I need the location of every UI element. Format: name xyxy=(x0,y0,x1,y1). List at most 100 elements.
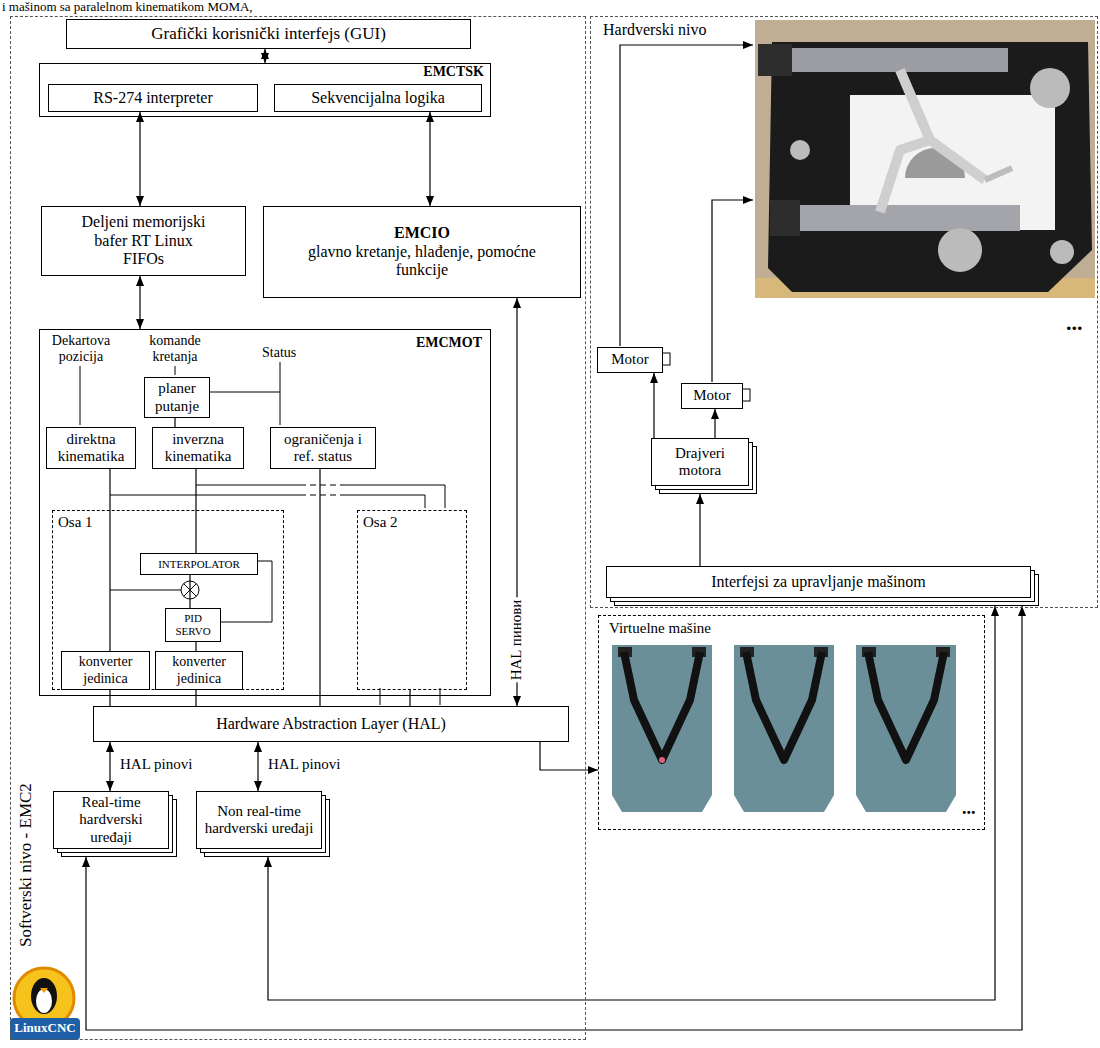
virtual-machine xyxy=(746,652,822,760)
software-level-frame: Softverski nivo - EMC2 Grafički korisničk… xyxy=(10,16,586,1040)
linuxcnc-logo xyxy=(31,978,57,1014)
box-label: Interfejsi za upravljanje mašinom xyxy=(711,573,926,591)
machine-photo xyxy=(938,228,982,272)
logo-text: LinuxCNC xyxy=(10,1021,80,1036)
virtual-machine xyxy=(734,645,834,812)
signal-wire xyxy=(300,495,345,496)
connector xyxy=(195,469,196,553)
frame-title: Virtuelne mašine xyxy=(609,620,711,637)
box-label: Sekvencijalna logika xyxy=(311,89,445,107)
signal-wire xyxy=(345,485,445,508)
machine-photo xyxy=(768,42,1092,292)
virtual-machine xyxy=(734,645,834,812)
axis-group: Osa 1INTERPOLATORPID SERVOkonverter jedi… xyxy=(52,510,284,690)
motor-link xyxy=(712,200,753,382)
virtual-machine xyxy=(868,652,944,760)
machine-photo xyxy=(755,20,1095,298)
signal-wire xyxy=(280,362,281,425)
motor-link xyxy=(620,45,753,346)
signal-wire xyxy=(110,590,181,591)
interpolator-box: INTERPOLATOR xyxy=(140,553,258,575)
connector xyxy=(319,469,320,706)
signal-wire xyxy=(175,366,176,375)
process-box: inverzna kinematika xyxy=(152,427,244,469)
device-stack: Non real-time hardverski uređaji xyxy=(196,791,322,849)
connector xyxy=(109,690,110,706)
driver-stack: Drajveri motora xyxy=(651,438,749,486)
interpreter-box: RS-274 interpreter xyxy=(48,84,258,112)
connector xyxy=(540,742,598,770)
connector xyxy=(409,690,410,706)
virtual-machines-frame: Virtuelne mašine xyxy=(598,615,985,830)
gui-box: Grafički korisnički interfejs (GUI) xyxy=(66,19,471,49)
machine-photo xyxy=(900,70,985,180)
box-label: glavno kretanje, hlađenje, pomoćne funkc… xyxy=(304,243,540,280)
pin-label: HAL пинови xyxy=(508,598,525,683)
box-label: Motor xyxy=(693,387,731,404)
connector xyxy=(699,494,700,566)
virtual-machine xyxy=(612,645,712,812)
task-module: EMCTSKRS-274 interpreterSekvencijalna lo… xyxy=(39,63,491,117)
signal-wire xyxy=(196,485,300,486)
connector xyxy=(139,112,140,206)
box-label: planer putanje xyxy=(149,380,205,415)
signal-wire xyxy=(380,688,381,705)
axis-group: Osa 2 xyxy=(357,510,467,690)
connector xyxy=(714,409,715,438)
hardware-level-frame: Hardverski nivoMotorMotorDrajveri motora… xyxy=(590,16,1098,608)
box-label: konverter jedinica xyxy=(66,654,145,686)
connector xyxy=(109,742,110,791)
box-label: Motor xyxy=(611,351,649,368)
logic-box: Sekvencijalna logika xyxy=(274,84,482,112)
frame-title: Softverski nivo - EMC2 xyxy=(16,783,36,947)
io-module: EMCIOglavno kretanje, hlađenje, pomoćne … xyxy=(263,206,581,298)
virtual-machine xyxy=(624,652,700,760)
machine-photo xyxy=(1050,240,1074,264)
box-label: Hardware Abstraction Layer (HAL) xyxy=(216,715,446,733)
signal-name: komande kretanja xyxy=(132,333,218,365)
connector xyxy=(264,49,265,63)
box-label: Real-time hardverski uređaji xyxy=(58,794,164,846)
signal-wire xyxy=(300,485,345,486)
motor-box: Motor xyxy=(681,383,743,409)
machine-photo xyxy=(790,205,1020,231)
machine-photo xyxy=(1030,68,1070,108)
connector xyxy=(174,418,175,427)
machine-photo xyxy=(790,140,810,160)
interface-stack: Interfejsi za upravljanje mašinom xyxy=(606,566,1031,598)
signal-wire xyxy=(208,392,280,393)
linuxcnc-logo xyxy=(10,1018,80,1040)
signal-wire xyxy=(80,366,81,425)
box-label: RS-274 interpreter xyxy=(93,89,213,107)
signal-name: Status xyxy=(262,345,296,361)
box-label: Non real-time hardverski uređaji xyxy=(201,803,317,838)
virtual-machine xyxy=(856,645,956,812)
connector xyxy=(109,469,110,651)
box-label: direktna kinematika xyxy=(51,431,131,466)
connector xyxy=(139,276,140,329)
machine-photo xyxy=(770,200,800,236)
motor-link xyxy=(620,45,753,382)
virtual-machine xyxy=(612,645,712,812)
box-label: Drajveri motora xyxy=(656,445,744,480)
motor-box: Motor xyxy=(597,347,663,373)
device-stack: Real-time hardverski uređaji xyxy=(53,791,169,849)
motor-shaft xyxy=(742,389,750,401)
connector xyxy=(189,575,190,608)
machine-photo xyxy=(758,44,792,76)
box-label: EMCIO xyxy=(394,224,450,242)
frame-title: EMCMOT xyxy=(416,335,482,351)
motor-shaft xyxy=(662,353,670,365)
signal-name: Dekartova pozicija xyxy=(42,333,120,365)
connector xyxy=(257,742,258,791)
box-label: Deljeni memorijski bafer RT Linux FIFOs xyxy=(72,213,215,268)
box-label: ograničenja i ref. status xyxy=(275,431,371,466)
connector xyxy=(429,112,430,206)
box-label: inverzna kinematika xyxy=(157,431,239,466)
connector xyxy=(268,606,995,1000)
signal-wire xyxy=(345,495,425,508)
linuxcnc-logo xyxy=(36,989,52,1013)
converter-box: konverter jedinica xyxy=(155,651,243,690)
